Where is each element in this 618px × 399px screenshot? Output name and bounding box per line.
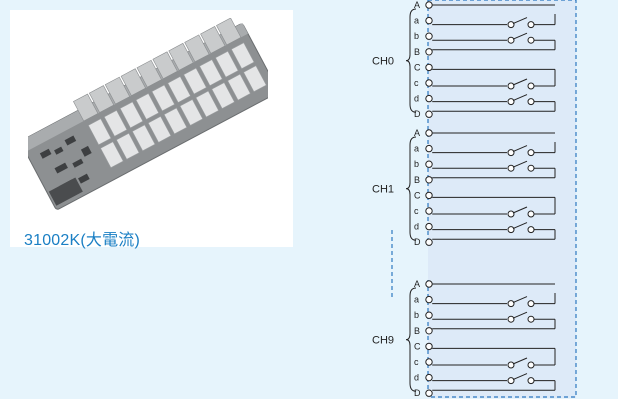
switch-contact	[507, 82, 515, 90]
terminal-b	[425, 32, 433, 40]
pin-label: C	[414, 62, 421, 72]
switch-contact	[527, 21, 535, 29]
pin-label: C	[414, 341, 421, 351]
terminal-C	[425, 342, 433, 351]
switch-blade	[512, 296, 528, 304]
switch-blade	[512, 373, 528, 381]
panel-dashed-border	[427, 0, 577, 398]
pin-label: b	[414, 310, 419, 320]
switch-blade	[512, 357, 528, 365]
product-photo-card: 31002K(大電流)	[10, 10, 293, 249]
terminal-A	[425, 1, 433, 9]
pin-label: A	[414, 279, 420, 289]
channel-label: CH9	[372, 335, 394, 347]
pin-label: c	[414, 206, 419, 216]
pin-label: a	[414, 295, 419, 305]
pin-label: B	[414, 47, 420, 57]
pin-label: D	[414, 237, 421, 247]
channel-brace	[405, 8, 417, 113]
pin-label: d	[414, 373, 419, 383]
pin-label: C	[414, 190, 421, 200]
terminal-C	[425, 191, 433, 200]
pin-label: d	[414, 222, 419, 232]
switch-contact	[507, 315, 515, 323]
pin-label: b	[414, 159, 419, 169]
switch-contact	[527, 82, 535, 90]
relay-board-image	[28, 18, 268, 210]
switch-contact	[527, 210, 535, 218]
pin-label: d	[414, 94, 419, 104]
pin-label: A	[414, 128, 420, 138]
switch-contact	[507, 149, 515, 157]
switch-contact	[527, 149, 535, 157]
pin-label: D	[414, 109, 421, 119]
switch-contact	[507, 36, 515, 44]
terminal-a	[425, 144, 433, 153]
switch-blade	[512, 160, 528, 168]
pin-label: D	[414, 388, 421, 398]
terminal-D	[425, 110, 433, 118]
channel-label: CH1	[372, 184, 394, 196]
terminal-d	[425, 94, 433, 103]
switch-contact	[507, 361, 515, 369]
switch-blade	[512, 311, 528, 319]
switch-blade	[512, 206, 528, 214]
channel-brace	[405, 136, 417, 241]
pin-label: a	[414, 16, 419, 26]
switch-contact	[527, 315, 535, 323]
channel-label: CH0	[372, 56, 394, 68]
terminal-d	[425, 222, 433, 231]
pin-label: B	[414, 175, 420, 185]
terminal-A	[425, 280, 433, 288]
pin-label: c	[414, 357, 419, 367]
terminal-c	[425, 207, 433, 215]
switch-blade	[512, 78, 528, 86]
terminal-D	[425, 389, 433, 397]
switch-contact	[507, 164, 515, 172]
terminal-b	[425, 311, 433, 319]
switch-contact	[527, 361, 535, 369]
terminal-c	[425, 358, 433, 366]
relay-panel	[428, 0, 576, 398]
switch-contact	[507, 21, 515, 29]
switch-blade	[512, 17, 528, 25]
terminal-b	[425, 160, 433, 168]
terminal-C	[425, 63, 433, 72]
pin-label: b	[414, 31, 419, 41]
switch-blade	[512, 32, 528, 40]
switch-contact	[507, 210, 515, 218]
switch-blade	[512, 145, 528, 153]
terminal-A	[425, 129, 433, 137]
terminal-B	[425, 327, 433, 335]
switch-blade	[512, 94, 528, 102]
terminal-a	[425, 16, 433, 25]
switch-contact	[527, 377, 535, 385]
pin-label: B	[414, 326, 420, 336]
terminal-B	[425, 176, 433, 184]
switch-contact	[527, 98, 535, 106]
switch-contact	[507, 98, 515, 106]
terminal-d	[425, 373, 433, 382]
switch-contact	[507, 377, 515, 385]
switch-contact	[507, 300, 515, 308]
terminal-B	[425, 48, 433, 56]
pin-label: a	[414, 144, 419, 154]
terminal-a	[425, 295, 433, 304]
switch-blade	[512, 222, 528, 230]
switch-contact	[507, 226, 515, 234]
switch-contact	[527, 226, 535, 234]
switch-contact	[527, 36, 535, 44]
terminal-c	[425, 79, 433, 87]
switch-contact	[527, 164, 535, 172]
pin-label: c	[414, 78, 419, 88]
channel-brace	[405, 287, 417, 392]
product-caption: 31002K(大電流)	[24, 232, 141, 249]
switch-contact	[527, 300, 535, 308]
terminal-D	[425, 238, 433, 246]
pin-label: A	[414, 0, 420, 10]
